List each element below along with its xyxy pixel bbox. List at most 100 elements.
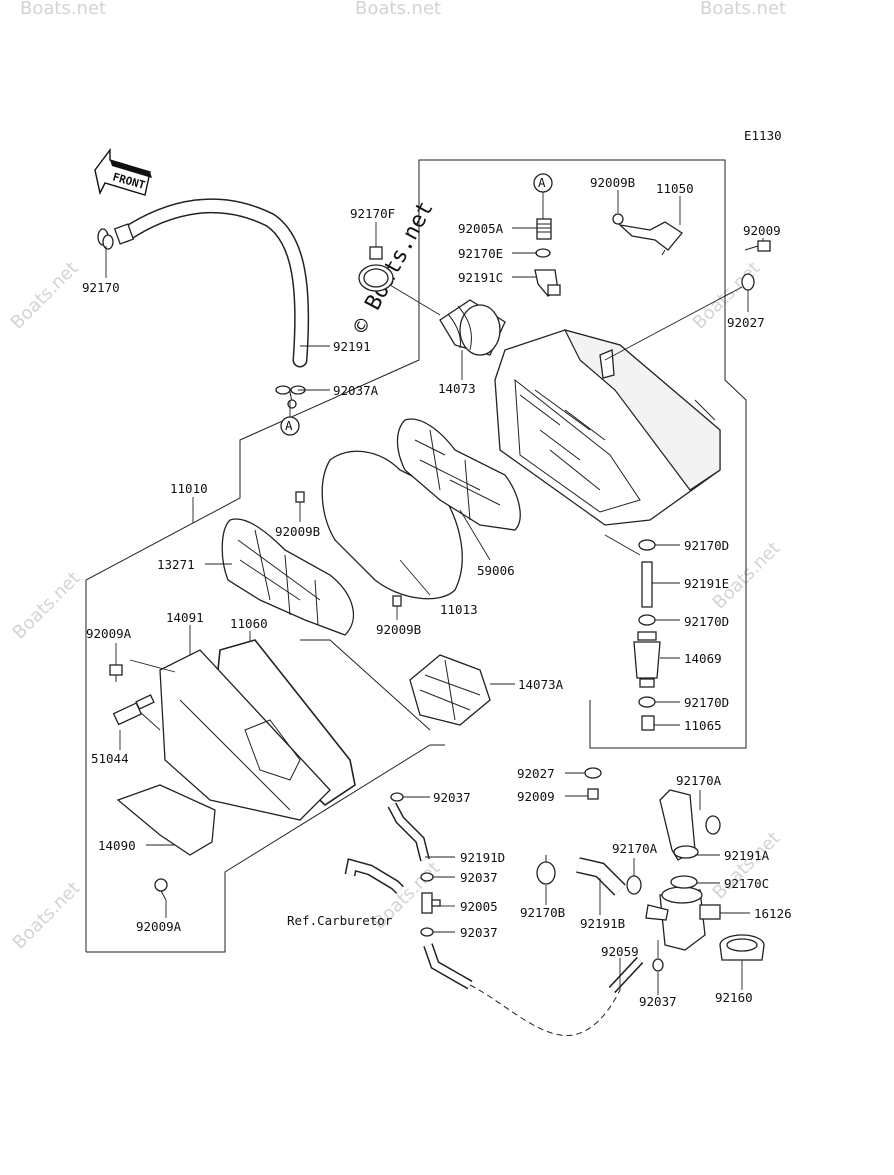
part-label[interactable]: 92170A — [676, 773, 722, 788]
watermark: Boats.net — [709, 828, 785, 904]
clip-92037-a — [390, 792, 404, 802]
part-label[interactable]: 16126 — [754, 906, 792, 921]
part-label[interactable]: 92191A — [724, 848, 770, 863]
clip-92170d-c — [638, 696, 656, 708]
hose-lower — [423, 943, 473, 990]
intake-duct — [439, 299, 506, 356]
part-label[interactable]: 92009B — [275, 524, 320, 539]
part-label[interactable]: 92191D — [460, 850, 505, 865]
clamp-92170a-lower — [626, 875, 642, 895]
clamp-92170c — [670, 875, 698, 889]
tube-92059 — [608, 956, 644, 994]
part-label[interactable]: 11013 — [440, 602, 478, 617]
watermark: Boats.net — [355, 0, 441, 19]
part-label[interactable]: 14090 — [98, 838, 136, 853]
part-label[interactable]: 92170D — [684, 695, 729, 710]
part-label[interactable]: 92037 — [639, 994, 677, 1009]
part-label[interactable]: 92191E — [684, 576, 729, 591]
assembly-outline — [85, 159, 747, 953]
fitting-92005a — [536, 218, 552, 240]
part-label[interactable]: 14091 — [166, 610, 204, 625]
tube-92191e — [641, 561, 653, 608]
air-cleaner-case — [159, 649, 331, 821]
front-arrow-icon: FRONT — [94, 147, 152, 196]
hose-92191d — [387, 802, 430, 862]
part-label[interactable]: 92170B — [520, 905, 565, 920]
part-label[interactable]: 92059 — [601, 944, 639, 959]
drain-plug-51044 — [112, 694, 155, 726]
screw-92009b-a — [295, 491, 305, 503]
part-label[interactable]: 92191C — [458, 270, 503, 285]
part-label[interactable]: 92170D — [684, 614, 729, 629]
screw-92009a-top — [109, 664, 123, 682]
air-cleaner-housing — [494, 329, 721, 526]
part-label[interactable]: 92009A — [86, 626, 132, 641]
intake-clamp — [358, 246, 394, 292]
part-label[interactable]: 92005 — [460, 899, 498, 914]
part-label[interactable]: 59006 — [477, 563, 515, 578]
cap-11065 — [641, 715, 655, 731]
watermark: Boats.net — [7, 258, 83, 334]
cover-frame — [221, 518, 354, 636]
screw-92009a-bottom — [154, 878, 168, 901]
part-label[interactable]: 92009B — [590, 175, 635, 190]
hose-92191b — [576, 857, 626, 896]
part-label[interactable]: 92037 — [460, 925, 498, 940]
part-label[interactable]: 11060 — [230, 616, 268, 631]
part-label[interactable]: 92009 — [517, 789, 555, 804]
wing-clip — [275, 385, 306, 409]
filter-14069 — [633, 631, 661, 688]
washer-92027 — [741, 273, 755, 291]
intake-duct-14073a — [409, 654, 491, 726]
part-label[interactable]: 92191B — [580, 916, 625, 931]
diagram-code: E1130 — [744, 128, 782, 143]
clip-92170d-a — [638, 539, 656, 551]
part-label[interactable]: 92037 — [460, 870, 498, 885]
ref-a-label-upper: A — [538, 175, 546, 190]
part-label[interactable]: 92170 — [82, 280, 120, 295]
part-label[interactable]: 92009B — [376, 622, 421, 637]
ref-a-label-lower: A — [285, 418, 293, 433]
part-label[interactable]: 11050 — [656, 181, 694, 196]
part-label[interactable]: 11010 — [170, 481, 208, 496]
part-label[interactable]: 14073A — [518, 677, 564, 692]
part-label[interactable]: 92027 — [517, 766, 555, 781]
watermark: Boats.net — [9, 568, 85, 644]
clip-92170d-b — [638, 614, 656, 626]
part-label[interactable]: 92191 — [333, 339, 371, 354]
watermark: Boats.net — [20, 0, 106, 19]
clip-92037-c — [420, 927, 434, 937]
bolt-92009 — [744, 240, 771, 252]
part-label[interactable]: 92170C — [724, 876, 769, 891]
part-label[interactable]: 11065 — [684, 718, 722, 733]
part-label[interactable]: 92170E — [458, 246, 503, 261]
clip-92170e — [535, 248, 551, 258]
part-label[interactable]: 51044 — [91, 751, 129, 766]
bracket-14090 — [116, 784, 216, 856]
bolt-92009-b — [587, 788, 599, 800]
clamp-92170b — [536, 855, 556, 885]
elbow-92191c — [534, 269, 561, 297]
part-label[interactable]: 92170F — [350, 206, 395, 221]
part-label[interactable]: 14069 — [684, 651, 722, 666]
part-label[interactable]: 13271 — [157, 557, 195, 572]
part-label[interactable]: 92009 — [743, 223, 781, 238]
part-label[interactable]: 92037 — [433, 790, 471, 805]
part-label[interactable]: 92009A — [136, 919, 182, 934]
part-label[interactable]: 92005A — [458, 221, 504, 236]
clip-92037-d — [652, 958, 664, 972]
part-label[interactable]: 92170D — [684, 538, 729, 553]
clamp-92170a-upper — [705, 815, 721, 835]
cap-92160 — [719, 934, 765, 961]
part-label[interactable]: 92170A — [612, 841, 658, 856]
hose-carb — [344, 858, 404, 894]
part-label[interactable]: 14073 — [438, 381, 476, 396]
part-label[interactable]: 92037A — [333, 383, 379, 398]
washer-92027-b — [584, 767, 602, 779]
part-label[interactable]: 92027 — [727, 315, 765, 330]
clip-92037-b — [420, 872, 434, 882]
part-label[interactable]: 92160 — [715, 990, 753, 1005]
breather-hose — [113, 198, 310, 368]
